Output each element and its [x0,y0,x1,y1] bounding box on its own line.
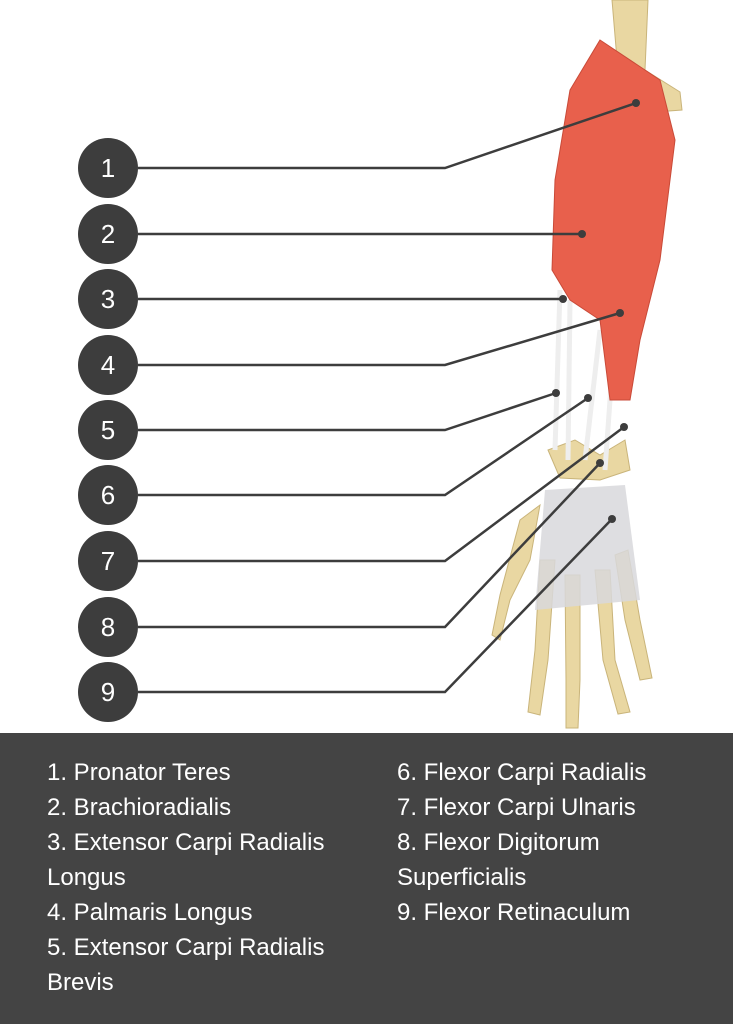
legend-panel: 1. Pronator Teres 2. Brachioradialis 3. … [0,733,733,1024]
legend-item: 8. Flexor Digitorum Superficialis [397,829,600,891]
legend-item: 1. Pronator Teres [47,759,231,786]
legend-item: 3. Extensor Carpi Radialis Longus [47,829,325,891]
legend-right-column: 6. Flexor Carpi Radialis 7. Flexor Carpi… [397,755,646,930]
marker-2: 2 [78,204,138,264]
forearm-anatomy-illustration [138,0,683,729]
marker-4: 4 [78,335,138,395]
legend-item: 2. Brachioradialis [47,794,232,821]
marker-1: 1 [78,138,138,198]
marker-6: 6 [78,465,138,525]
marker-5: 5 [78,400,138,460]
flexor-retinaculum [535,485,640,610]
legend-item: 4. Palmaris Longus [47,899,253,926]
muscles [551,39,676,401]
leader-endpoints [552,99,640,523]
legend-item: 5. Extensor Carpi Radialis Brevis [47,934,325,996]
marker-8: 8 [78,597,138,657]
legend-item: 6. Flexor Carpi Radialis [397,759,647,786]
marker-9: 9 [78,662,138,722]
legend-item: 9. Flexor Retinaculum [397,899,631,926]
marker-7: 7 [78,531,138,591]
legend-item: 7. Flexor Carpi Ulnaris [397,794,636,821]
marker-3: 3 [78,269,138,329]
leader-lines [138,101,637,694]
legend-left-column: 1. Pronator Teres 2. Brachioradialis 3. … [47,755,324,1000]
